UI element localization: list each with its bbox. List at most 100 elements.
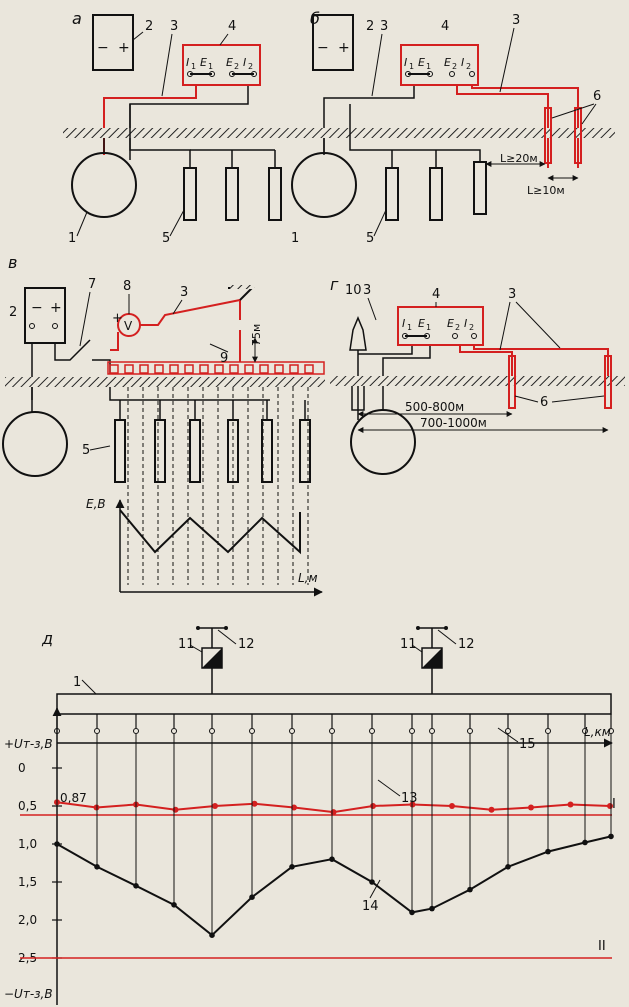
callout-a-1: 1 [68,231,76,246]
term-a-i2: I [243,56,246,69]
meter-b [400,44,479,86]
stem-marker [429,728,435,734]
d-tick-label: 2,0 [18,913,37,927]
svg-text:2: 2 [469,323,474,332]
anode-v [299,419,311,483]
measurement-points [54,714,614,734]
probe-g-2 [604,355,612,409]
red-curve-point [172,806,179,813]
dim-b-20: L≥20м [500,152,538,165]
battery-a-minus: − [97,40,109,56]
voltmeter-symbol: V [124,319,133,333]
anode-v [189,419,201,483]
svg-text:2: 2 [248,62,253,71]
black-curve-line [56,835,612,937]
probe-cell [289,364,299,374]
panel-label-b: б [310,9,320,28]
probe-array [109,364,314,374]
svg-text:10: 10 [345,283,362,298]
panel-v: в − + 2 7 V + 8 3 9 75м 5 [2,253,325,597]
meter-g [397,306,484,346]
svg-text:1: 1 [409,62,414,71]
svg-text:3: 3 [512,13,520,28]
panel-label-d: д [41,629,53,648]
stem-marker [171,728,177,734]
d-y-ticks: 00,51,01,52,02,5 [18,761,62,965]
svg-text:2: 2 [466,62,471,71]
panel-label-a: а [72,9,82,28]
red-curve-point [567,801,574,808]
pipeline-d [56,693,612,715]
probe-b-1 [544,107,552,164]
dim-g-500: 500-800м [405,400,464,414]
panel-d: д 11 12 11 12 1 15 [4,626,616,1005]
svg-text:3: 3 [508,287,516,302]
red-curve-point [607,803,613,809]
red-curve-point [528,804,534,811]
d-xlabel: L,км [584,725,611,739]
red-curve-point [370,803,376,809]
svg-text:12: 12 [458,637,475,652]
pipe-b [291,152,357,218]
svg-text:3: 3 [180,285,188,300]
anode-b-2 [429,167,443,221]
panel-b: б − + I 1 E 1 E 2 I 2 L≥20м L≥10м 2 3 [291,9,615,246]
svg-text:9: 9 [220,351,228,366]
probe-rail-v [107,361,325,375]
level-II-label: II [598,939,606,954]
panel-label-v: в [8,253,17,272]
probe-cell [244,364,254,374]
probe-cell [304,364,314,374]
term-a-i1: I [186,56,189,69]
stem-marker [409,728,415,734]
ground-v [5,377,325,387]
svg-text:3: 3 [363,283,371,298]
callout-a-2: 2 [145,19,153,34]
svg-text:1: 1 [191,62,196,71]
svg-text:I: I [404,56,407,69]
panel-g: г 10 3 I 1 E 1 E 2 I 2 4 3 6 [330,275,625,475]
ground-g [330,376,625,386]
station-1: 11 12 [178,626,255,694]
battery-v [24,287,66,344]
anode-b-1 [385,167,399,221]
svg-text:12: 12 [238,637,255,652]
term-a-e1: E [200,56,207,69]
probe-cell [199,364,209,374]
v-graph-ylabel: Е,В [86,497,106,511]
svg-text:−: − [31,300,43,316]
probe-cell [139,364,149,374]
d-tick-label: 0,5 [18,799,37,813]
svg-text:7: 7 [88,277,96,292]
pipe-a [71,152,137,218]
svg-text:2: 2 [9,305,17,320]
probe-cell [154,364,164,374]
d-tick-label: 1,0 [18,837,37,851]
battery-b [312,14,354,71]
red-curve-point [251,800,258,807]
stem-marker [209,728,215,734]
svg-text:5: 5 [82,443,90,458]
svg-text:4: 4 [441,19,449,34]
anode-v [114,419,126,483]
svg-text:6: 6 [540,395,548,410]
probe-cell [124,364,134,374]
svg-text:+: + [50,300,62,316]
svg-text:2: 2 [452,62,457,71]
svg-text:4: 4 [432,287,440,302]
red-curve-point [212,803,218,809]
stem-marker [329,728,335,734]
svg-text:11: 11 [400,637,417,652]
svg-text:1: 1 [426,62,431,71]
stem-marker [545,728,551,734]
d-tick-label: 0 [18,761,26,775]
probe-cell [184,364,194,374]
anode-array [114,387,311,585]
svg-text:1: 1 [73,675,81,690]
callout-a-4: 4 [228,19,236,34]
svg-text:I: I [464,317,467,330]
stem-marker [369,728,375,734]
pipe-g [350,409,416,475]
probe-cell [169,364,179,374]
